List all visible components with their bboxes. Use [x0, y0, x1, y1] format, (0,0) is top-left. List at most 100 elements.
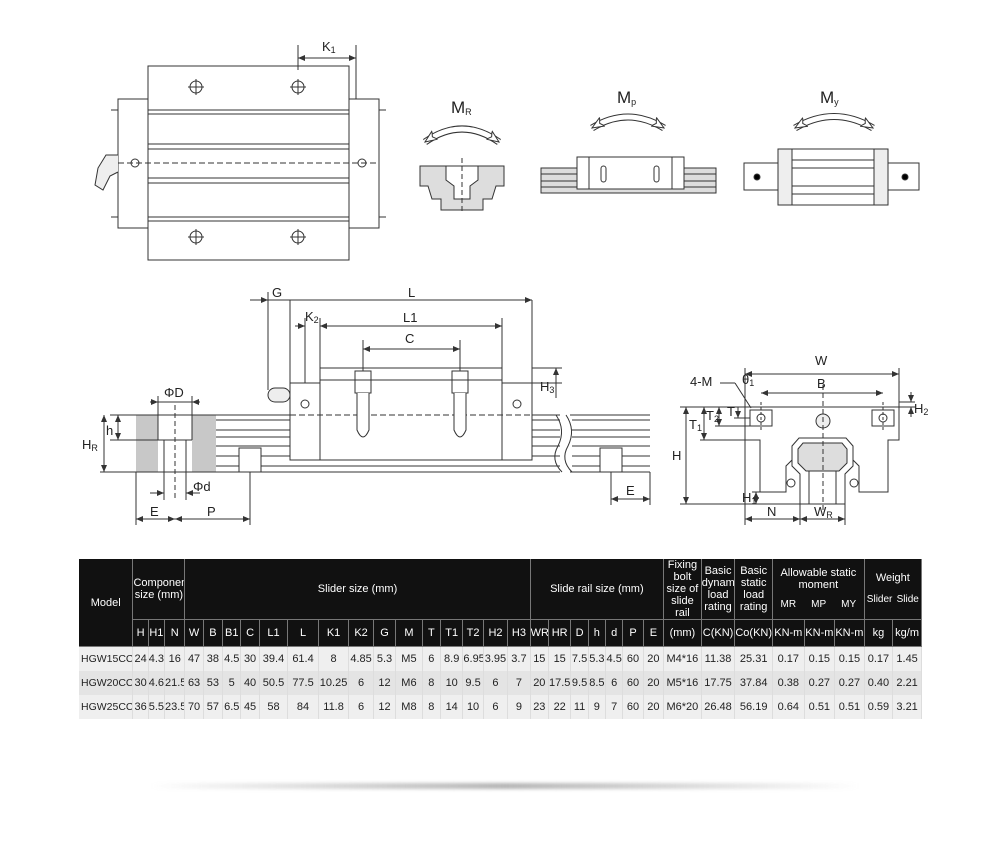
sub-header-cell: KN-m: [772, 619, 805, 647]
value-cell: 14: [440, 695, 464, 719]
value-cell: 22: [548, 695, 572, 719]
value-cell: 4.5: [222, 646, 242, 671]
value-cell: 0.15: [804, 646, 836, 671]
g-label: G: [272, 285, 282, 300]
value-cell: 1.45: [892, 646, 922, 671]
bolt-hole-bl: [188, 229, 204, 245]
end-view: [680, 368, 915, 525]
allowable-moment-title: Allowable static moment: [780, 567, 857, 591]
bolt-hole-br: [290, 229, 306, 245]
sub-header-cell: K2: [348, 619, 374, 647]
hr-label: HR: [82, 437, 98, 453]
fixing-bolt-header: Fixing bolt size of slide rail: [663, 559, 702, 620]
moment-my-header: MY: [841, 599, 857, 610]
l1-label: L1: [403, 310, 417, 325]
value-cell: M5*16: [663, 671, 702, 695]
wr-label: WR: [814, 504, 833, 520]
value-cell: 0.51: [834, 695, 865, 719]
value-cell: 6: [483, 695, 509, 719]
value-cell: 17.75: [701, 671, 736, 695]
model-cell: HGW15CC: [79, 646, 134, 671]
value-cell: 3.95: [483, 646, 509, 671]
value-cell: 38: [203, 646, 224, 671]
value-cell: 50.5: [259, 671, 289, 695]
value-cell: 0.15: [834, 646, 865, 671]
h2-label: H2: [914, 401, 928, 417]
p-label: P: [207, 504, 216, 519]
sub-header-cell: H2: [483, 619, 509, 647]
k2-label: K2: [305, 309, 319, 325]
moment-mp-header: MP: [811, 599, 827, 610]
four-m-label: 4-M: [690, 374, 712, 389]
value-cell: 8: [422, 671, 441, 695]
value-cell: 2.21: [892, 671, 922, 695]
sub-header-cell: B: [203, 619, 224, 647]
sub-header-cell: C(KN): [701, 619, 736, 647]
sub-header-cell: KN-m: [804, 619, 836, 647]
h-small-label: h: [106, 423, 113, 438]
sub-header-cell: M: [395, 619, 423, 647]
value-cell: 61.4: [287, 646, 319, 671]
value-cell: 10: [462, 695, 484, 719]
sub-header-cell: d: [605, 619, 624, 647]
shadow-divider: [150, 783, 860, 789]
bolt-hole-tl: [188, 79, 204, 95]
value-cell: 23.5: [164, 695, 186, 719]
value-cell: 8.9: [440, 646, 464, 671]
h3-label: H3: [540, 379, 554, 395]
sub-header-cell: H3: [507, 619, 531, 647]
value-cell: 0.64: [772, 695, 805, 719]
value-cell: 3.21: [892, 695, 922, 719]
basic-dynamic-header: Basic dynamic load rating: [701, 559, 736, 620]
value-cell: 6: [348, 671, 374, 695]
value-cell: 70: [184, 695, 204, 719]
k1-label: K1: [322, 39, 336, 55]
weight-title: Weight: [875, 572, 910, 584]
value-cell: 17.5: [548, 671, 572, 695]
value-cell: 6.95: [462, 646, 484, 671]
sub-header-cell: kg/m: [892, 619, 922, 647]
value-cell: 20: [643, 695, 665, 719]
value-cell: 37.84: [734, 671, 774, 695]
value-cell: 53: [203, 671, 224, 695]
model-header: Model: [79, 559, 134, 647]
w-label: W: [815, 353, 828, 368]
value-cell: 0.27: [834, 671, 865, 695]
sub-header-cell: C: [240, 619, 260, 647]
weight-header: Weight Slider Slide: [864, 559, 923, 620]
t-label: T: [727, 404, 735, 419]
l-label: L: [408, 285, 415, 300]
sub-header-cell: T: [422, 619, 441, 647]
value-cell: 4.6: [148, 671, 166, 695]
value-cell: 0.27: [804, 671, 836, 695]
sub-header-cell: P: [622, 619, 644, 647]
component-size-header: Component size (mm): [132, 559, 186, 620]
value-cell: 15: [548, 646, 572, 671]
value-cell: 10.25: [318, 671, 350, 695]
sub-header-cell: E: [643, 619, 665, 647]
value-cell: 0.40: [864, 671, 894, 695]
value-cell: 36: [132, 695, 149, 719]
value-cell: 7: [507, 671, 531, 695]
sub-header-cell: B1: [222, 619, 242, 647]
value-cell: 20: [643, 646, 665, 671]
sub-header-cell: H1: [148, 619, 166, 647]
sub-header-cell: N: [164, 619, 186, 647]
value-cell: 40: [240, 671, 260, 695]
value-cell: 6.5: [222, 695, 242, 719]
value-cell: 0.38: [772, 671, 805, 695]
basic-static-header: Basic static load rating: [734, 559, 774, 620]
value-cell: 7.5: [570, 646, 589, 671]
sub-header-cell: WR: [530, 619, 549, 647]
theta1-label: θ1: [742, 372, 754, 388]
value-cell: 4.3: [148, 646, 166, 671]
value-cell: 4.85: [348, 646, 374, 671]
value-cell: 9: [507, 695, 531, 719]
value-cell: 8.5: [588, 671, 607, 695]
value-cell: 6: [605, 671, 624, 695]
value-cell: 20: [643, 671, 665, 695]
